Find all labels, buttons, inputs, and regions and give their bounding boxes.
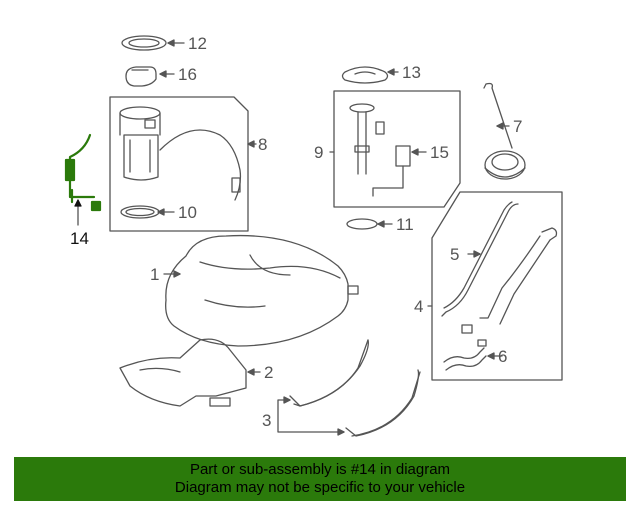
callout-9: 9 <box>314 143 323 162</box>
callout-10: 10 <box>178 203 197 222</box>
leader-lines <box>77 42 510 433</box>
callout-8: 8 <box>258 135 267 154</box>
part-9-sender <box>349 103 411 197</box>
part-7-fuel-cap <box>483 82 526 180</box>
callout-2: 2 <box>264 363 273 382</box>
part-4-filler-pipe <box>441 201 558 347</box>
part-11-seal <box>346 218 378 230</box>
callout-11: 11 <box>396 215 414 234</box>
assembly-box-4 <box>431 191 563 381</box>
callout-5: 5 <box>450 245 459 264</box>
assembly-box-9 <box>333 90 461 208</box>
banner-line-2: Diagram may not be specific to your vehi… <box>174 479 466 496</box>
callout-1: 1 <box>150 265 159 284</box>
part-14-sensor <box>64 133 102 212</box>
part-13-lock-ring <box>341 66 389 84</box>
info-banner: Part or sub-assembly is #14 in diagram D… <box>14 457 626 501</box>
part-12-seal-ring <box>121 35 167 51</box>
callout-16: 16 <box>178 65 197 84</box>
part-8-fuel-pump-module <box>119 106 242 201</box>
part-1-fuel-tank <box>165 234 359 347</box>
callout-15: 15 <box>430 143 449 162</box>
part-10-seal-ring <box>120 205 160 219</box>
callout-4: 4 <box>414 297 423 316</box>
callout-3: 3 <box>262 411 271 430</box>
callout-7: 7 <box>513 117 522 136</box>
callout-12: 12 <box>188 34 207 53</box>
part-3-tank-straps <box>289 339 421 437</box>
callout-13: 13 <box>402 63 421 82</box>
callout-14: 14 <box>70 229 89 248</box>
arrowheads <box>74 39 504 436</box>
part-6-hose <box>443 347 487 371</box>
assembly-box-8 <box>109 96 249 232</box>
banner-line-1: Part or sub-assembly is #14 in diagram <box>189 461 451 478</box>
part-16-retainer <box>125 66 157 87</box>
callout-6: 6 <box>498 347 507 366</box>
parts-diagram: 12 16 8 10 14 13 9 15 11 7 1 5 4 6 2 3 <box>64 34 563 437</box>
part-2-heat-shield <box>119 338 247 407</box>
